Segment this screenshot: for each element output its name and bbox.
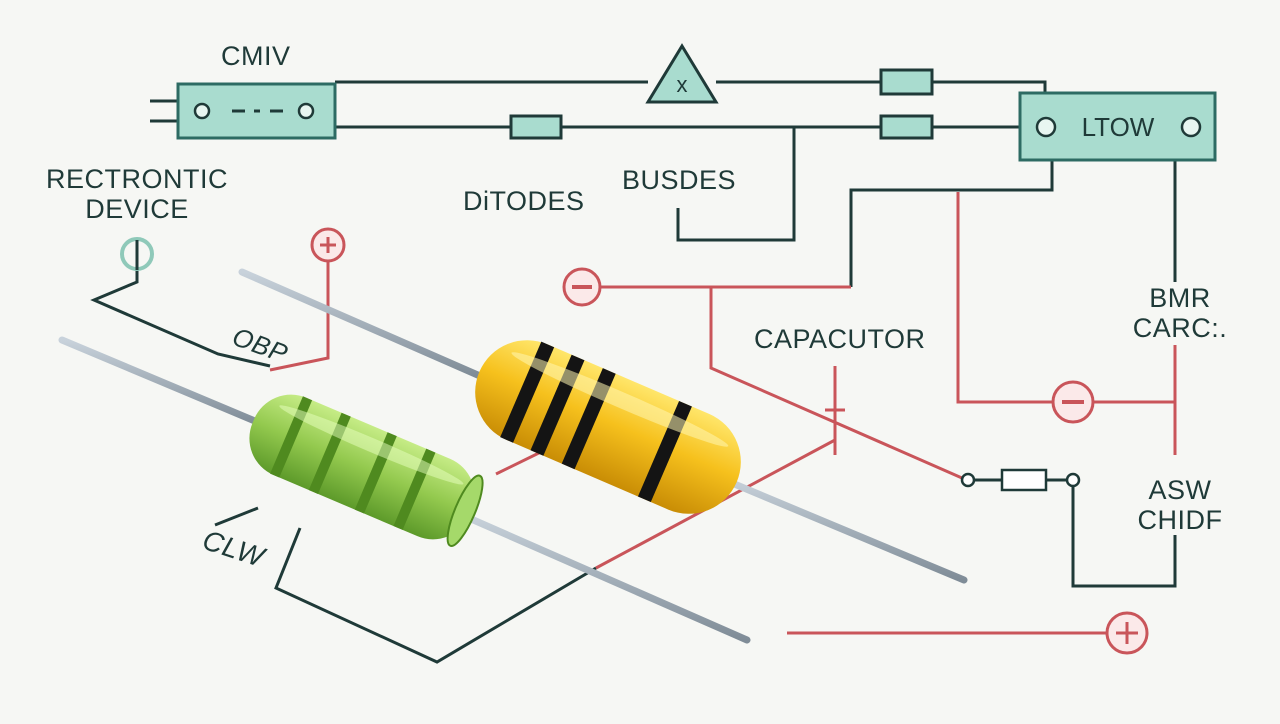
green-resistor-cap [446, 474, 484, 547]
red-wire-diagonal-2 [495, 448, 546, 476]
wire-busdes-loop [676, 127, 796, 242]
triangle-x-glyph: x [677, 72, 688, 97]
cmiv-terminal-right-icon [297, 102, 315, 120]
yellow-resistor-highlight [511, 352, 729, 447]
label-asw-chidf: ASW CHIDF [1128, 475, 1232, 535]
wire-clw-top [214, 506, 259, 527]
wire-top-bus-to-ltow [932, 80, 1047, 95]
node-right-icon [1065, 472, 1081, 488]
label-rectrontic-line1: RECTRONTIC [46, 164, 228, 194]
green-resistor-lead-left [58, 336, 266, 428]
wire-rectrontic [90, 270, 271, 368]
small-resistor-body [1000, 468, 1048, 492]
label-rectrontic-line2: DEVICE [85, 194, 189, 224]
yellow-resistor-body [475, 340, 741, 514]
small-resistor [960, 468, 1081, 492]
label-rectrontic-device: RECTRONTIC DEVICE [44, 164, 230, 224]
green-resistor-lead-right [458, 511, 751, 644]
plus-marker-bottom [1105, 611, 1149, 655]
bus-resistor-middle-right [879, 114, 934, 140]
green-resistor [249, 394, 484, 547]
cmiv-terminal-left-icon [193, 102, 211, 120]
ltow-terminal-right-icon [1180, 116, 1202, 138]
minus-marker-left [562, 267, 602, 307]
plus-marker-top [310, 227, 346, 263]
red-wires [269, 192, 1177, 635]
red-wire-capacitor-feed [709, 287, 963, 480]
triangle-icon [645, 43, 719, 104]
bus-resistor-top [879, 68, 934, 96]
label-capacutor: CAPACUTOR [754, 324, 926, 354]
wire-clw-loop [274, 527, 597, 664]
green-resistor-highlight [279, 405, 464, 485]
wire-bottom-right-loop [1071, 481, 1177, 588]
yellow-resistor-lead-left [238, 268, 484, 380]
label-bmr-line2: CARC:. [1132, 313, 1228, 343]
label-ditodes: DiTODES [463, 186, 585, 216]
minus-marker-right [1051, 380, 1095, 424]
label-bmr-carc: BMR CARC:. [1130, 283, 1230, 343]
yellow-resistor-lead-right [716, 474, 968, 584]
red-wire-plus-top [269, 262, 330, 372]
yellow-resistor [475, 340, 741, 514]
ltow-label: LTOW [1082, 112, 1155, 142]
green-resistor-body [249, 394, 475, 540]
ltow-module: LTOW [1018, 91, 1217, 162]
label-asw-line1: ASW [1148, 475, 1212, 505]
label-asw-line2: CHIDF [1137, 505, 1223, 535]
node-left-icon [960, 472, 976, 488]
red-wire-bmr-loop [956, 192, 1053, 404]
triangle-x-symbol: x [645, 43, 719, 104]
label-cmiv: CMIV [221, 41, 291, 71]
label-busdes: BUSDES [622, 165, 737, 195]
cmiv-module [176, 82, 337, 140]
wire-ltow-left-drop [849, 160, 1054, 287]
bus-resistor-middle-left [509, 114, 563, 140]
ltow-terminal-left-icon [1035, 116, 1057, 138]
label-bmr-line1: BMR [1149, 283, 1211, 313]
